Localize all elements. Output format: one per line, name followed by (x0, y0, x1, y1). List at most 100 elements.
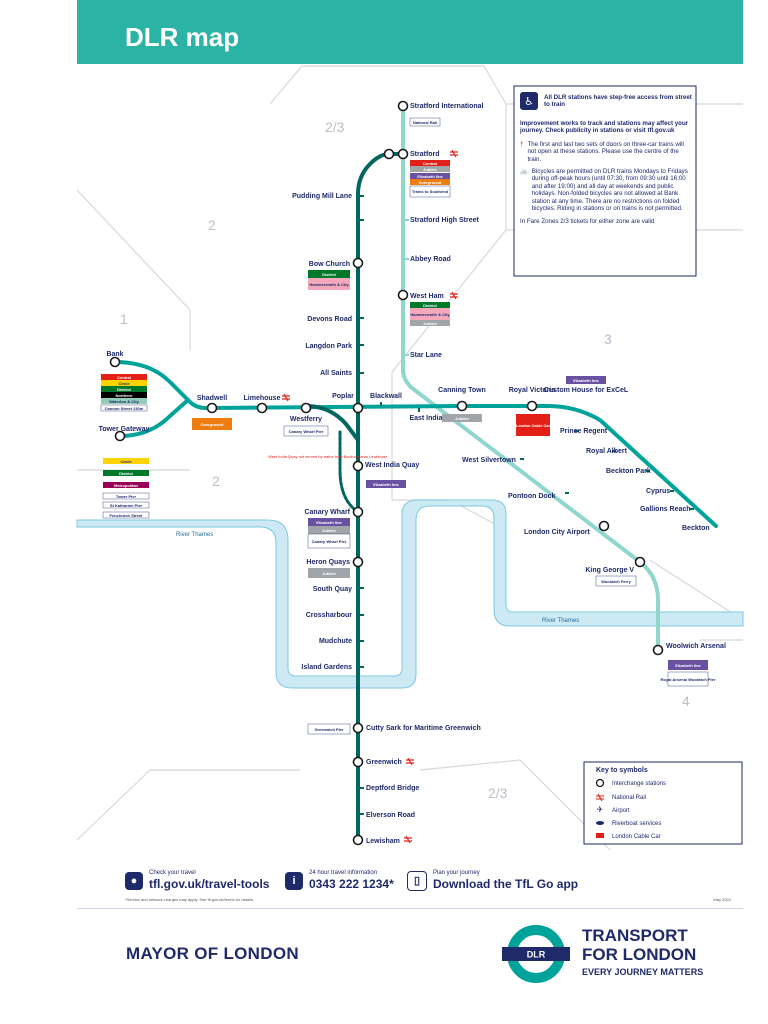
svg-text:Elizabeth line: Elizabeth line (573, 378, 599, 383)
mayor-of-london-logo: MAYOR OF LONDON (126, 944, 299, 963)
svg-text:Central: Central (423, 161, 437, 166)
canary-wharf-connections: Elizabeth line Jubilee Canary Wharf Pier (307, 518, 351, 549)
svg-text:Fenchurch Street: Fenchurch Street (110, 513, 144, 518)
svg-text:Central: Central (117, 375, 131, 380)
station-bow-church[interactable]: Bow Church (309, 261, 350, 268)
station-west-india-quay[interactable]: West India Quay (365, 462, 419, 469)
svg-text:District: District (119, 471, 133, 476)
cutty-sark-connections: Greenwich Pier (307, 723, 351, 735)
king-george-v-connections: Woolwich Ferry (595, 575, 637, 587)
info-improvement: Improvement works to track and stations … (520, 120, 689, 135)
station-cyprus[interactable]: Cyprus (646, 488, 670, 495)
info-box: ♿ (513, 85, 697, 277)
station-langdon-park[interactable]: Langdon Park (305, 343, 352, 350)
station-stratford[interactable]: Stratford (410, 151, 440, 158)
woolwich-arsenal-connections: Elizabeth line Royal Arsenal Woolwich Pi… (661, 660, 716, 687)
station-cutty-sark[interactable]: Cutty Sark for Maritime Greenwich (366, 725, 481, 732)
travel-info-phone[interactable]: i 24 hour travel information 0343 222 12… (285, 870, 394, 891)
station-royal-victoria[interactable]: Royal Victoria (509, 387, 556, 394)
station-tower-gateway[interactable]: Tower Gateway (99, 426, 150, 433)
station-limehouse[interactable]: Limehouse (244, 395, 281, 402)
station-beckton-park[interactable]: Beckton Park (606, 468, 651, 475)
svg-text:Riverboat services: Riverboat services (612, 821, 661, 827)
info-bicycles: Bicycles are permitted on DLR trains Mon… (531, 168, 688, 213)
svg-text:Jubilee: Jubilee (423, 321, 438, 326)
station-elverson-road[interactable]: Elverson Road (366, 812, 415, 819)
airport-icon: ✈ (597, 805, 604, 814)
svg-text:Northern: Northern (116, 393, 133, 398)
riverboat-icon (596, 821, 604, 825)
station-westferry[interactable]: Westferry (290, 416, 322, 423)
station-west-silvertown[interactable]: West Silvertown (462, 457, 516, 464)
station-pudding-mill-lane[interactable]: Pudding Mill Lane (292, 193, 352, 200)
station-gallions-reach[interactable]: Gallions Reach (640, 506, 691, 513)
west-india-quay-note: West India Quay not served by trains fro… (268, 454, 388, 459)
cable-car-icon (596, 833, 604, 838)
station-custom-house[interactable]: Custom House for ExCeL (544, 387, 629, 394)
station-poplar[interactable]: Poplar (332, 393, 354, 400)
station-pontoon-dock[interactable]: Pontoon Dock (508, 493, 556, 500)
zone-label-2-south: 2 (212, 473, 220, 489)
canning-town-connections: Jubilee (442, 414, 482, 422)
station-south-quay[interactable]: South Quay (313, 586, 352, 593)
station-heron-quays[interactable]: Heron Quays (306, 559, 350, 566)
tower-gateway-connections: Circle District Metropolitan Tower Pier … (102, 458, 150, 519)
info-icon: i (285, 871, 303, 890)
svg-text:District: District (322, 272, 336, 277)
station-stratford-international[interactable]: Stratford International (410, 103, 484, 110)
svg-text:Circle: Circle (120, 459, 132, 464)
svg-text:Trains to Southend: Trains to Southend (412, 189, 449, 194)
station-devons-road[interactable]: Devons Road (307, 316, 352, 323)
station-king-george-v[interactable]: King George V (585, 567, 634, 574)
river-label-right: River Thames (542, 618, 579, 624)
station-prince-regent[interactable]: Prince Regent (560, 428, 608, 435)
tfl-wordmark: TRANSPORT FOR LONDON EVERY JOURNEY MATTE… (582, 926, 704, 977)
station-east-india[interactable]: East India (409, 415, 442, 422)
station-greenwich[interactable]: Greenwich (366, 759, 402, 766)
royal-victoria-connections: London Cable Car (516, 414, 551, 436)
key-box: Key to symbols Interchange stations Nati… (583, 761, 743, 845)
west-india-quay-connections: Elizabeth line (366, 480, 406, 488)
interchange-icon (595, 778, 605, 788)
info-box-body: Improvement works to track and stations … (520, 120, 690, 226)
station-island-gardens[interactable]: Island Gardens (301, 664, 352, 671)
svg-text:St Katharine Pier: St Katharine Pier (110, 503, 143, 508)
station-royal-albert[interactable]: Royal Albert (586, 448, 628, 455)
station-london-city-airport[interactable]: London City Airport (524, 529, 591, 536)
tfl-go-app-link[interactable]: ▯ Plan your journey Download the TfL Go … (407, 870, 578, 891)
station-stratford-high-street[interactable]: Stratford High Street (410, 217, 480, 224)
station-mudchute[interactable]: Mudchute (319, 638, 352, 645)
station-lewisham[interactable]: Lewisham (366, 838, 400, 845)
station-deptford-bridge[interactable]: Deptford Bridge (366, 785, 419, 792)
svg-text:♿: ♿ (524, 95, 534, 108)
station-beckton[interactable]: Beckton (682, 525, 710, 532)
svg-text:Waterloo & City: Waterloo & City (109, 399, 139, 404)
station-shadwell[interactable]: Shadwell (197, 395, 227, 402)
zone-label-1: 1 (120, 311, 128, 327)
station-star-lane[interactable]: Star Lane (410, 352, 442, 359)
svg-text:National Rail: National Rail (413, 120, 437, 125)
station-canary-wharf[interactable]: Canary Wharf (304, 509, 350, 516)
dlr-roundel-logo: DLR (502, 925, 570, 983)
svg-text:Metropolitan: Metropolitan (114, 483, 139, 488)
river-label-left: River Thames (176, 532, 213, 538)
svg-text:Canary Wharf Pier: Canary Wharf Pier (289, 429, 324, 434)
svg-text:Hammersmith & City: Hammersmith & City (309, 282, 349, 287)
station-all-saints[interactable]: All Saints (320, 370, 352, 377)
station-abbey-road[interactable]: Abbey Road (410, 256, 451, 263)
svg-text:Elizabeth line: Elizabeth line (316, 520, 342, 525)
stratford-connections: Central Jubilee Elizabeth line Overgroun… (409, 160, 451, 198)
station-west-ham[interactable]: West Ham (410, 293, 444, 300)
svg-text:Circle: Circle (118, 381, 130, 386)
station-canning-town[interactable]: Canning Town (438, 387, 486, 394)
station-woolwich-arsenal[interactable]: Woolwich Arsenal (666, 643, 726, 650)
info-box-text: All DLR stations have step-free access f… (544, 94, 694, 109)
key-title: Key to symbols (596, 767, 648, 774)
travel-tools-link[interactable]: ● Check your travel tfl.gov.uk/travel-to… (125, 870, 269, 891)
station-crossharbour[interactable]: Crossharbour (306, 612, 353, 619)
station-blackwall[interactable]: Blackwall (370, 393, 402, 400)
svg-text:Jubilee: Jubilee (322, 571, 337, 576)
national-rail-icons (282, 149, 458, 844)
station-bank[interactable]: Bank (106, 351, 123, 358)
svg-text:DLR: DLR (527, 950, 546, 960)
